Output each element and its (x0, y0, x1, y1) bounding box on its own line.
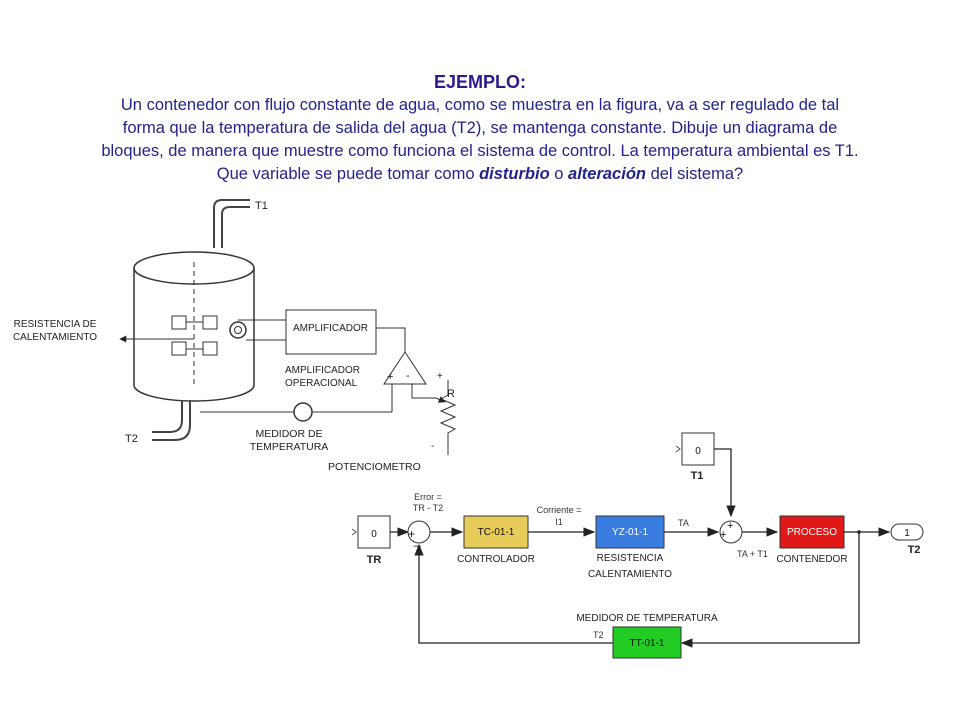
statement-line-2: forma que la temperatura de salida del a… (122, 119, 838, 137)
temperature-sensor (293, 402, 313, 422)
t2-output-port (890, 523, 924, 541)
amplificador-box (285, 309, 377, 355)
tank-schematic: T1 T2 RESISTENCIA DE CALENTAMIENTO AMPLI… (13, 199, 457, 473)
amp-op-label-2: OPERACIONAL (285, 378, 358, 389)
amplificador-label: AMPLIFICADOR (293, 323, 368, 334)
yz-block-label: YZ-01-1 (612, 527, 649, 538)
pot-plus: + (437, 371, 443, 382)
tr-source-label: TR (367, 554, 382, 566)
medidor-label-2: TEMPERATURA (250, 441, 329, 453)
heating-element (171, 315, 218, 356)
corriente-label-2: I1 (555, 517, 563, 527)
statement-line-1: Un contenedor con flujo constante de agu… (120, 96, 840, 114)
medidor-block-label: MEDIDOR DE TEMPERATURA (576, 613, 718, 624)
line4-part-a: Que variable se puede tomar como (216, 165, 480, 183)
resistencia-label-2: CALENTAMIENTO (13, 332, 97, 343)
potenciometro-label: POTENCIOMETRO (328, 461, 421, 473)
schematic-t1-label: T1 (255, 200, 268, 212)
controlador-label: CONTROLADOR (457, 554, 535, 565)
ta-label: TA (678, 518, 689, 528)
medidor-label-1: MEDIDOR DE (255, 428, 322, 440)
op-amp-minus: - (406, 370, 410, 382)
tc-block-label: TC-01-1 (478, 527, 515, 538)
sum2-plus-left: + (720, 529, 726, 541)
sum1-minus: _ (413, 533, 421, 547)
resistencia-label-1: RESISTENCIA DE (14, 319, 97, 330)
op-amp-plus: + (387, 371, 393, 383)
tr-source-block (357, 515, 391, 549)
page-title: EJEMPLO: (0, 70, 960, 94)
schematic-t2-label: T2 (125, 433, 138, 445)
op-amp (383, 351, 427, 385)
heading: EJEMPLO: Un contenedor con flujo constan… (0, 70, 960, 186)
line4-part-c: o (549, 165, 569, 183)
proceso-block (779, 515, 845, 549)
title-text: EJEMPLO (433, 72, 521, 92)
t2-output-label: T2 (908, 544, 921, 556)
pot-minus: - (431, 441, 434, 452)
title-colon: : (520, 72, 527, 92)
tt-block-label: TT-01-1 (629, 638, 664, 649)
error-label-1: Error = (414, 492, 442, 502)
line4-part-e: del sistema? (645, 165, 744, 183)
error-label-2: TR - T2 (413, 503, 443, 513)
sum1-plus: + (408, 527, 415, 541)
resistencia-block-label-1: RESISTENCIA (597, 553, 664, 564)
sum2-plus-top: + (727, 520, 733, 532)
keyword-alteracion: alteración (568, 165, 646, 183)
t2-feedback-label: T2 (593, 630, 604, 640)
statement-line-3: bloques, de manera que muestre como func… (101, 142, 859, 160)
proceso-block-label: PROCESO (787, 527, 837, 538)
keyword-disturbio: disturbio (479, 165, 550, 183)
resistencia-block-label-2: CALENTAMIENTO (588, 569, 672, 580)
ta-t1-label: TA + T1 (737, 549, 768, 559)
t2-output-value: 1 (904, 528, 910, 539)
tt-sensor-block (612, 626, 682, 659)
corriente-label-1: Corriente = (537, 505, 582, 515)
yz-actuator-block (595, 515, 665, 549)
t1-source-block (681, 432, 715, 466)
contenedor-label: CONTENEDOR (776, 554, 847, 565)
tr-source-value: 0 (371, 529, 377, 540)
t1-source-value: 0 (695, 446, 701, 457)
tank-top (133, 251, 255, 285)
statement-line-4: Que variable se puede tomar como disturb… (0, 163, 960, 186)
pot-r-label: R (447, 388, 455, 400)
t1-source-label: T1 (691, 470, 704, 482)
block-diagram: 0 T1 0 TR + _ Error = TR - T2 TC-01-1 CO… (351, 432, 924, 659)
amp-op-label-1: AMPLIFICADOR (285, 365, 360, 376)
